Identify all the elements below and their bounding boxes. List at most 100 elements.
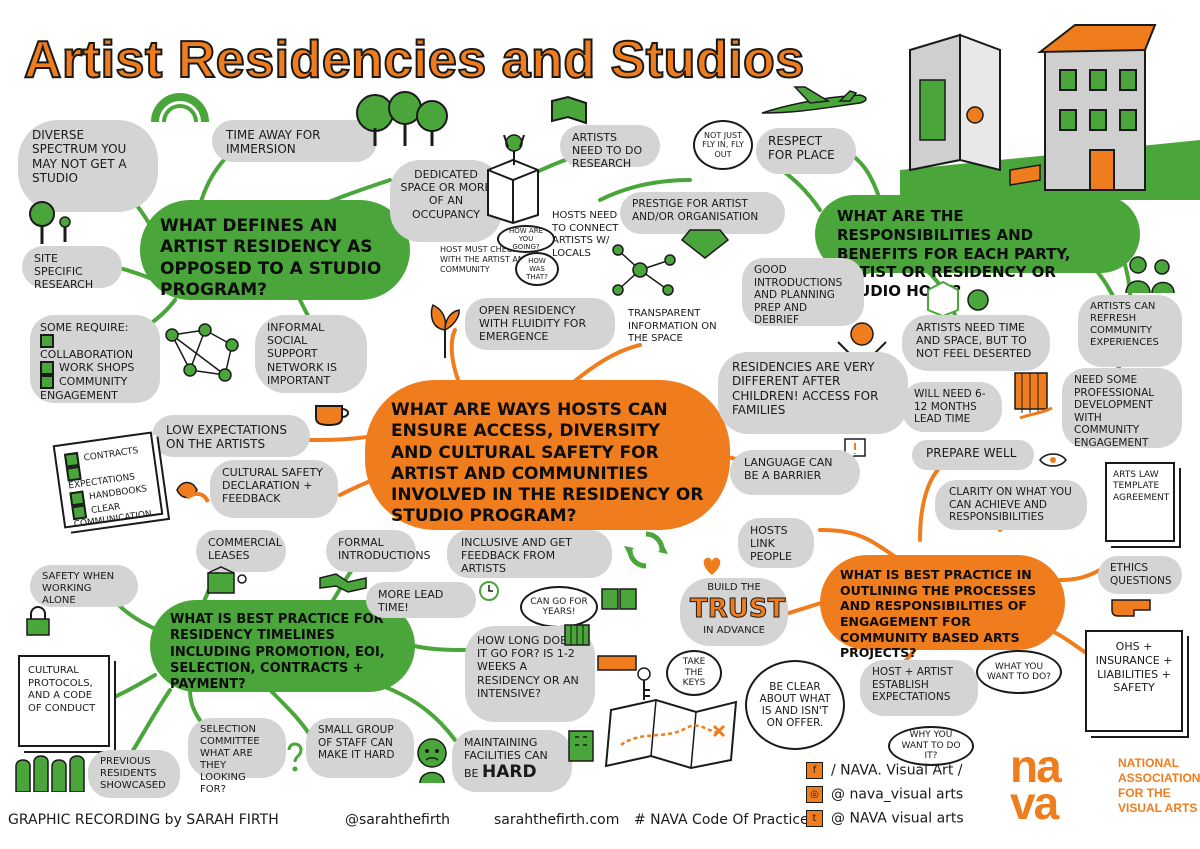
- note-selection: SELECTION COMMITTEE what are they lookin…: [188, 718, 286, 795]
- social-facebook[interactable]: f/ NAVA. Visual Art /: [806, 762, 962, 779]
- note-transparent: TRANSPARENT information on THE SPACE: [628, 308, 733, 346]
- rainbow-icon: [151, 93, 209, 123]
- note-open-residency-text: OPEN RESIDENCY with fluidity FOR EMERGEN…: [479, 304, 587, 344]
- doc-arts-law-text: ARTS LAW TEMPLATE agreement: [1113, 470, 1170, 503]
- require-item-label: COLLABORATION: [40, 348, 134, 362]
- note-commercial-text: COMMERCIAL LEASES: [208, 536, 282, 563]
- in-advance-text: in ADVANCE: [703, 625, 765, 637]
- note-hard-text: HARD: [482, 762, 537, 783]
- map-keys-illustration: [597, 655, 738, 770]
- note-hosts-link-text: HOSTS LINK people: [750, 524, 792, 564]
- recycle-arrows-icon: [624, 531, 668, 569]
- note-low-expectations-text: LOW EXPECTATIONS on the ARTISTS: [166, 423, 287, 452]
- note-artists-research: ARTISTS need to do RESEARCH: [560, 125, 660, 171]
- nava-name-line: ASSOCIATION: [1118, 771, 1200, 785]
- require-item: COMMUNITY engagement: [40, 375, 150, 402]
- note-dedicated-space-text: DEDICATED SPACE or more of an OCCUPANCY: [400, 168, 492, 221]
- pointing-hand-icon: [1111, 599, 1151, 617]
- note-host-artist: HOST + ARTIST ESTABLISH expectations: [860, 660, 978, 716]
- bubble-how-going: HOW are you GOING?: [497, 225, 555, 253]
- note-host-artist-text: HOST + ARTIST ESTABLISH expectations: [872, 666, 954, 704]
- doc-cultural-protocols: CULTURAL PROTOCOLS, and a CODE of CONDUC…: [18, 655, 110, 747]
- footer-hashtag[interactable]: # NAVA Code Of Practice: [634, 812, 809, 828]
- note-hosts-connect-text: HOSTS need to CONNECT ARTISTS w/ LOCALS: [552, 210, 619, 259]
- shop-icon: [207, 566, 247, 594]
- bubble-why-want-text: WHY you WANT to do it?: [901, 730, 961, 762]
- note-safety-alone-text: SAFETY when WORKING alone: [42, 571, 115, 606]
- note-previous-text: PREVIOUS RESIDENTS SHOWCASED: [100, 756, 166, 791]
- note-formal-text: FORMAL introductions: [338, 536, 431, 563]
- bubble-how-going-text: HOW are you GOING?: [509, 226, 543, 252]
- note-prepare-well-text: PREPARE well: [926, 446, 1017, 460]
- note-time-away: TIME AWAY for IMMERSION: [212, 120, 377, 162]
- note-lead-time: WILL NEED 6-12 MONTHS LEAD TIME: [902, 382, 1002, 432]
- note-prof-dev: NEED SOME PROFESSIONAL DEVELOPMENT with …: [1062, 368, 1182, 449]
- require-item-label: WORK SHOPS: [59, 361, 135, 375]
- require-item: WORK SHOPS: [40, 361, 150, 376]
- note-respect-place-text: RESPECT for PLACE: [768, 134, 835, 163]
- trust-text: TRUST: [690, 593, 786, 624]
- note-language: LANGUAGE can BE A BARRIER: [730, 450, 860, 495]
- footer-handle[interactable]: @sarahthefirth: [345, 812, 450, 828]
- note-inclusive: INCLUSIVE and GET feedback from ARTISTS: [447, 530, 612, 578]
- doc-contracts: CONTRACTS expectations HANDBOOKS CLEAR c…: [52, 431, 164, 530]
- forest-icon: [356, 91, 448, 146]
- bubble-what-want: WHAT you WANT to do?: [976, 650, 1062, 694]
- note-respect-place: RESPECT for PLACE: [756, 128, 856, 174]
- note-commercial: COMMERCIAL LEASES: [196, 530, 286, 572]
- require-item-label: COMMUNITY engagement: [40, 375, 128, 403]
- social-twitter[interactable]: t@ NAVA visual arts: [806, 810, 964, 827]
- hub-access-diversity-text: WHAT are WAYS hosts CAN ensure ACCESS, D…: [391, 400, 704, 527]
- bubble-take-keys: TAKE the KEYS: [666, 650, 722, 696]
- cube-clock-icon: [927, 280, 989, 318]
- coffee-cup-icon: [315, 405, 349, 426]
- note-artists-research-text: ARTISTS need to do RESEARCH: [572, 131, 643, 171]
- twitter-icon: t: [806, 810, 823, 827]
- bubble-be-clear-text: BE CLEAR about WHAT IS and ISN'T on offe…: [759, 680, 831, 730]
- note-build-trust: BUILD the TRUST in ADVANCE: [680, 578, 788, 646]
- note-prestige: PRESTIGE for ARTIST and/or ORGANISATION: [620, 192, 785, 234]
- instagram-icon: ◎: [806, 786, 823, 803]
- hub-outlining-text: WHAT IS BEST PRACTICE in OUTLINING the P…: [840, 567, 1037, 661]
- note-small-group-text: SMALL GROUP of STAFF can MAKE IT HARD: [318, 724, 395, 762]
- hub-responsibilities: WHAT are the RESPONSIBILITIES and BENEFI…: [815, 195, 1140, 300]
- hands-icon: [176, 481, 210, 503]
- footer-site[interactable]: sarahthefirth.com: [494, 812, 620, 828]
- note-prestige-text: PRESTIGE for ARTIST and/or ORGANISATION: [632, 198, 759, 223]
- handshake-icon: [319, 573, 367, 593]
- note-transparent-text: TRANSPARENT information on THE SPACE: [628, 308, 717, 344]
- calendar-small-icon: [564, 624, 590, 646]
- note-previous: PREVIOUS RESIDENTS SHOWCASED: [88, 750, 180, 798]
- some-require-title: SOME REQUIRE:: [40, 321, 129, 334]
- note-good-intros: GOOD introductions and PLANNING PREP and…: [742, 258, 864, 326]
- doc-ohs: OHS + INSURANCE + LIABILITIES + SAFETY: [1085, 630, 1183, 732]
- airplane-icon: [761, 86, 867, 114]
- note-site-specific-text: SITE SPECIFIC RESEARCH: [34, 252, 94, 292]
- note-informal-text: INFORMAL social support network is IMPOR…: [267, 321, 338, 387]
- note-prof-dev-text: NEED SOME PROFESSIONAL DEVELOPMENT with …: [1074, 374, 1155, 449]
- social-instagram[interactable]: ◎ @ nava_visual arts: [806, 786, 963, 803]
- build-the-text: BUILD the: [707, 582, 761, 593]
- note-lead-time-text: WILL NEED 6-12 MONTHS LEAD TIME: [914, 388, 986, 426]
- bubble-not-just-fly-text: NOT just fly in, fly out: [702, 131, 744, 159]
- nava-name-line: NATIONAL: [1118, 756, 1180, 770]
- note-small-group: SMALL GROUP of STAFF can MAKE IT HARD: [306, 718, 414, 778]
- bubble-how-was-that-text: HOW WAS THAT?: [526, 256, 548, 282]
- note-host-check-text: HOST must check in with the ARTIST and C…: [440, 245, 531, 274]
- worried-face-icon: [417, 738, 447, 784]
- social-instagram-text: @ nava_visual arts: [831, 786, 964, 803]
- note-time-away-text: TIME AWAY for IMMERSION: [226, 128, 321, 157]
- note-some-require: SOME REQUIRE: COLLABORATION WORK SHOPS C…: [30, 315, 160, 403]
- blocks-icon: [601, 588, 637, 610]
- require-item: COLLABORATION: [40, 334, 150, 361]
- bubble-why-want: WHY you WANT to do it?: [888, 726, 974, 766]
- nava-name-line: FOR THE: [1118, 786, 1171, 800]
- note-diverse: DIVERSE spectrum you may not get a studi…: [18, 120, 158, 212]
- note-more-lead: MORE LEAD TIME!: [366, 582, 476, 618]
- social-facebook-text: / NAVA. Visual Art /: [831, 762, 963, 779]
- hub-define-residency-text: WHAT defines an ARTIST RESIDENCY as oppo…: [160, 216, 382, 300]
- building-small-icon: [568, 730, 594, 762]
- checkbox-icon: [40, 361, 54, 376]
- note-artists-refresh: ARTISTS can REFRESH community EXPERIENCE…: [1078, 295, 1182, 367]
- bubble-what-want-text: WHAT you WANT to do?: [987, 661, 1051, 682]
